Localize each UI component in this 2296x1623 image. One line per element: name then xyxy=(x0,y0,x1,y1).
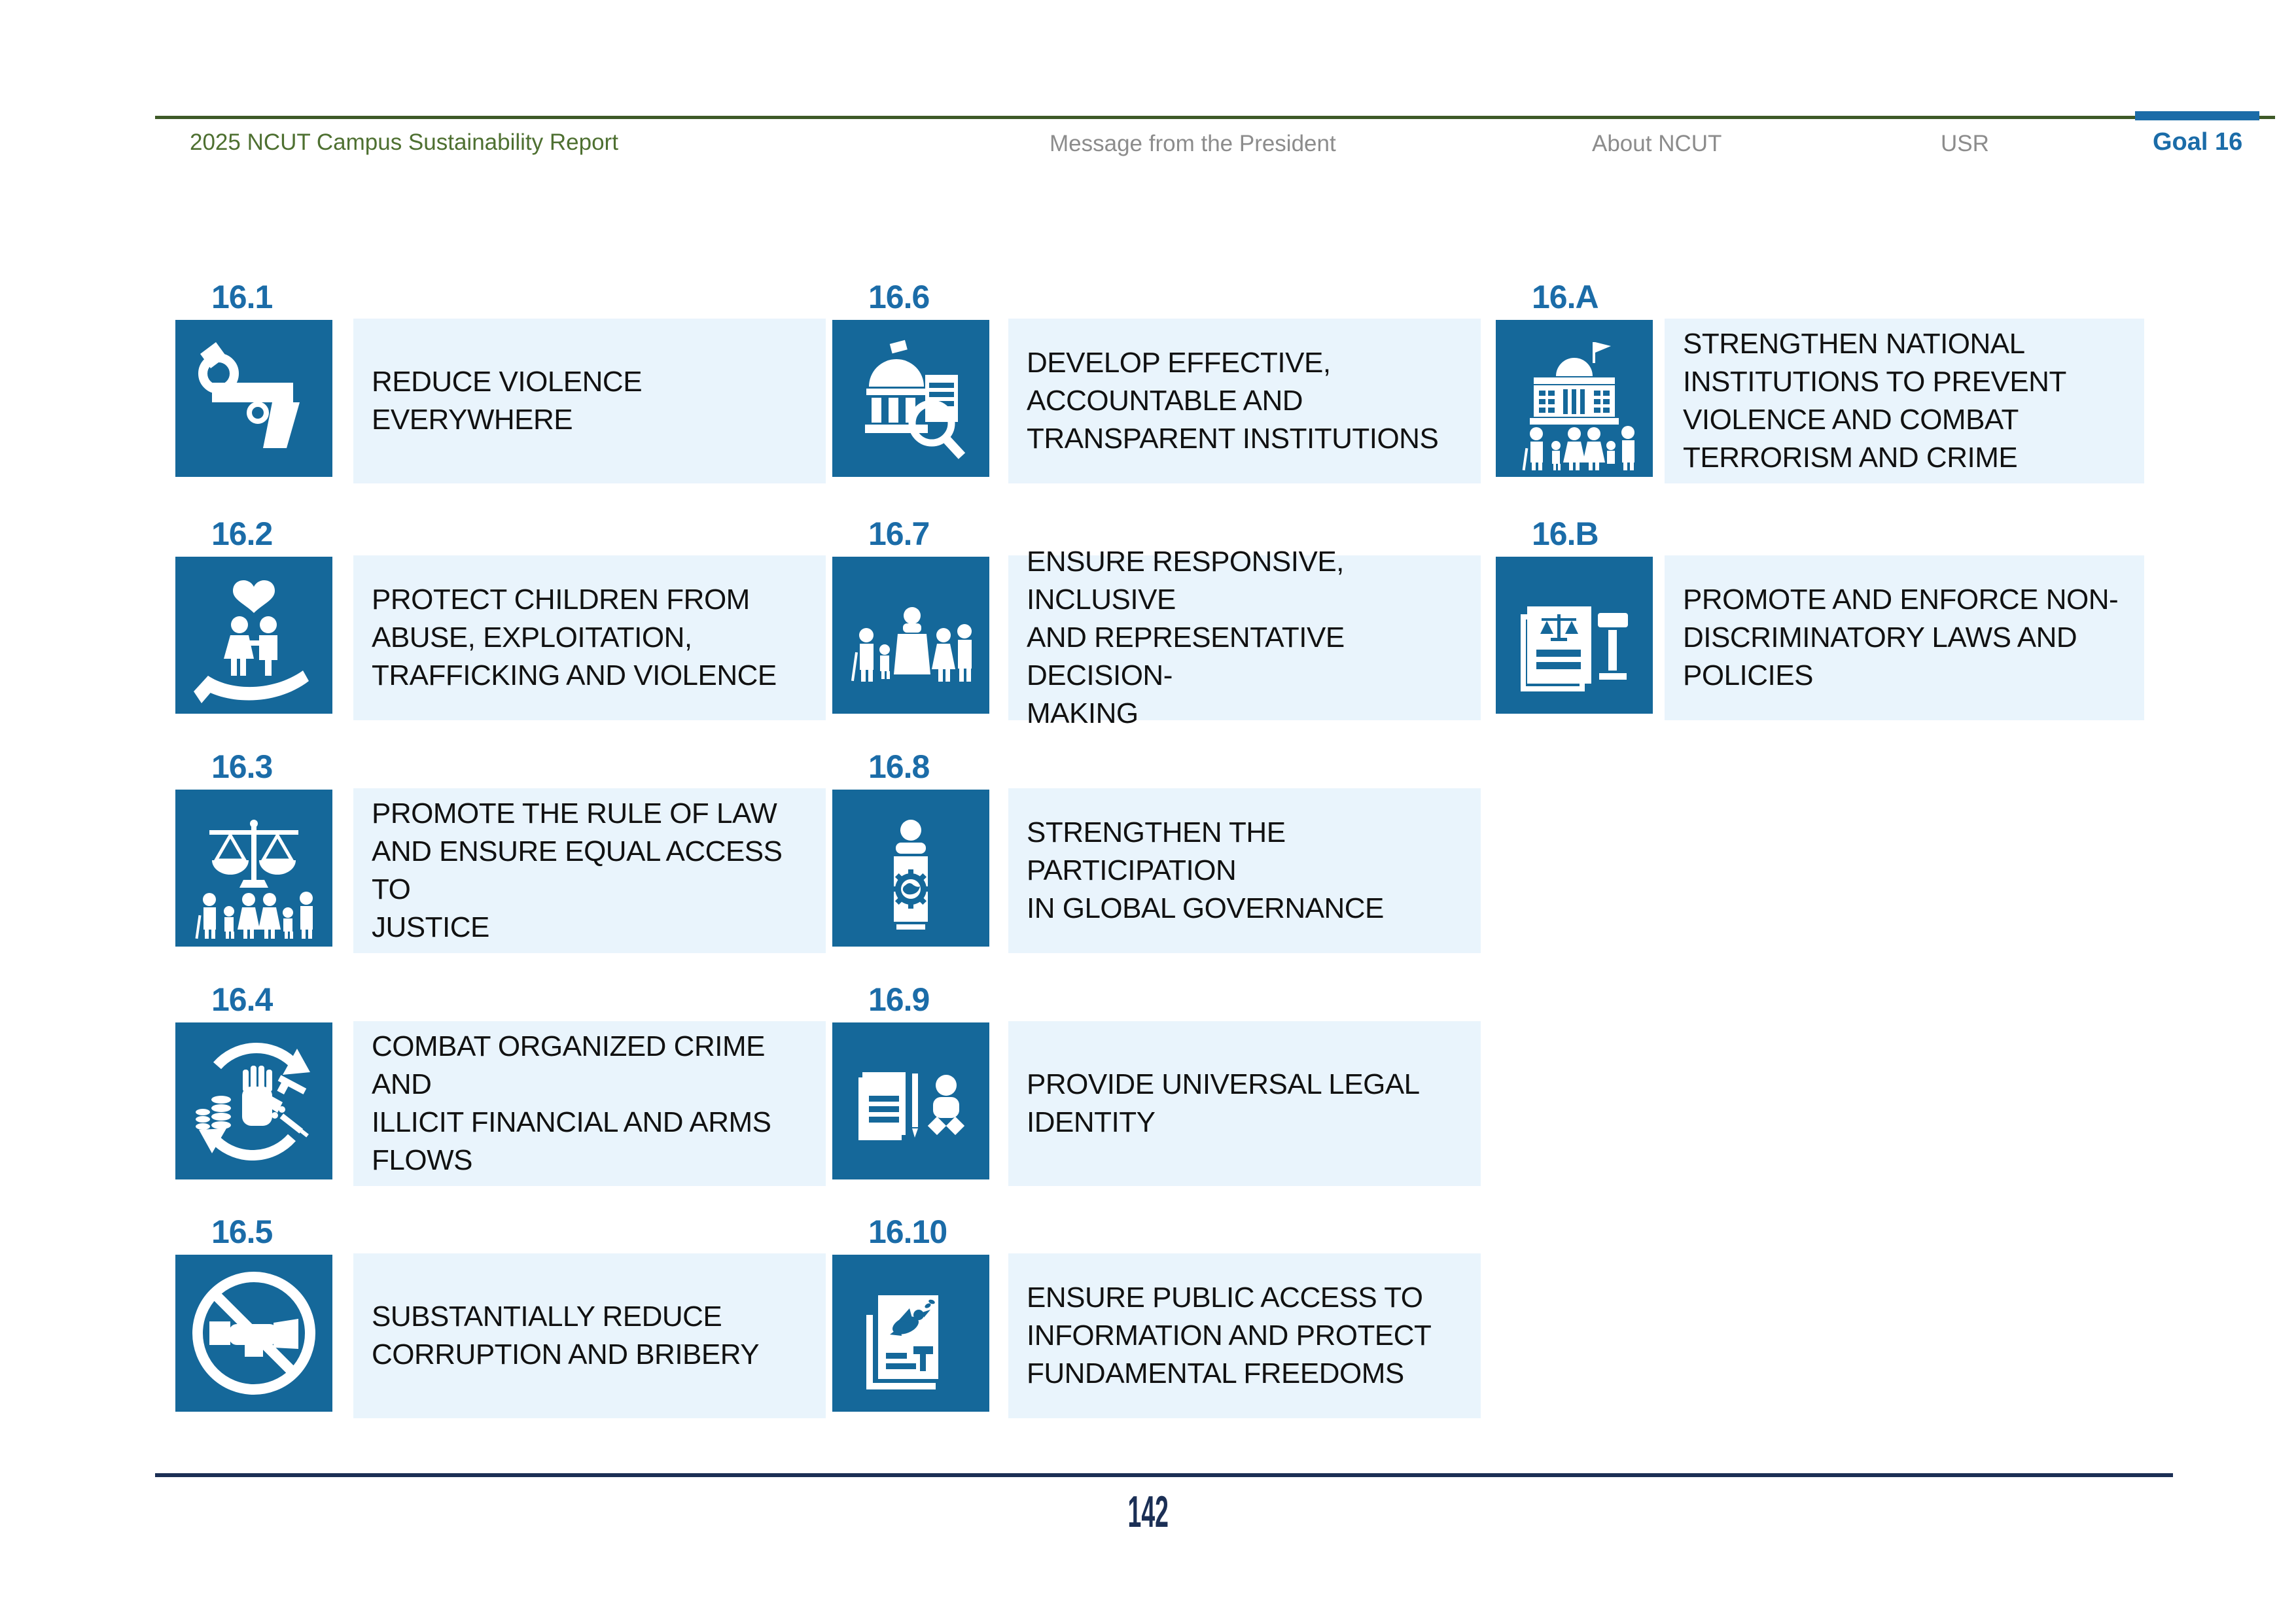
target-description-box: COMBAT ORGANIZED CRIME AND ILLICIT FINAN… xyxy=(353,1021,826,1186)
target-description-box: ENSURE RESPONSIVE, INCLUSIVE AND REPRESE… xyxy=(1008,546,1481,729)
non-discriminatory-laws-icon xyxy=(1496,557,1653,714)
national-institutions-icon xyxy=(1496,320,1653,477)
target-number: 16.8 xyxy=(868,748,930,785)
target-card-16-6: 16.6 DEVELOP EFFECTIVE, ACCOUNTABLE AND … xyxy=(832,278,1487,487)
nav-usr[interactable]: USR xyxy=(1941,131,1989,156)
target-number: 16.9 xyxy=(868,981,930,1018)
target-description: COMBAT ORGANIZED CRIME AND ILLICIT FINAN… xyxy=(372,1030,771,1176)
target-number: 16.1 xyxy=(211,279,273,315)
children-protection-icon xyxy=(175,557,332,714)
target-description-box: PROMOTE AND ENFORCE NON- DISCRIMINATORY … xyxy=(1665,555,2144,720)
page-number: 142 xyxy=(1127,1487,1169,1537)
target-description-box: PROTECT CHILDREN FROM ABUSE, EXPLOITATIO… xyxy=(353,555,826,720)
scales-of-justice-icon xyxy=(175,790,332,947)
target-description: PROVIDE UNIVERSAL LEGAL IDENTITY xyxy=(1027,1068,1420,1138)
target-number: 16.2 xyxy=(211,515,273,552)
target-description: SUBSTANTIALLY REDUCE CORRUPTION AND BRIB… xyxy=(372,1300,760,1370)
target-description: STRENGTHEN NATIONAL INSTITUTIONS TO PREV… xyxy=(1683,328,2066,474)
target-card-16-2: 16.2 PROTECT CHILDREN FROM ABUSE, EXPLOI… xyxy=(175,515,830,724)
nav-message-from-president[interactable]: Message from the President xyxy=(1050,131,1336,156)
target-description-box: SUBSTANTIALLY REDUCE CORRUPTION AND BRIB… xyxy=(353,1253,826,1418)
active-tab-indicator xyxy=(2135,111,2259,120)
target-card-16-1: 16.1 REDUCE VIOLENCE EVERYWHERE xyxy=(175,278,830,487)
nav-goal-16[interactable]: Goal 16 xyxy=(2153,128,2243,156)
target-description-box: ENSURE PUBLIC ACCESS TO INFORMATION AND … xyxy=(1008,1253,1481,1418)
target-description-box: PROMOTE THE RULE OF LAW AND ENSURE EQUAL… xyxy=(353,788,826,953)
target-number: 16.7 xyxy=(868,515,930,552)
target-description: ENSURE PUBLIC ACCESS TO INFORMATION AND … xyxy=(1027,1282,1432,1389)
target-card-16-10: 16.10 ENSURE PUBLIC ACCESS TO INFORMATIO… xyxy=(832,1213,1487,1422)
target-description-box: PROVIDE UNIVERSAL LEGAL IDENTITY xyxy=(1008,1021,1481,1186)
target-description-box: STRENGTHEN NATIONAL INSTITUTIONS TO PREV… xyxy=(1665,319,2144,483)
target-card-16-3: 16.3 PROMOTE THE RULE OF LAW A xyxy=(175,748,830,957)
target-card-16-8: 16.8 STRENGTHEN THE PARTICIPATION IN GLO… xyxy=(832,748,1487,957)
target-card-16-7: 16.7 ENSURE RESPONSIVE, INCLUSIVE AND RE… xyxy=(832,515,1487,729)
target-number: 16.A xyxy=(1532,279,1599,315)
target-description: REDUCE VIOLENCE EVERYWHERE xyxy=(372,366,643,436)
global-governance-icon xyxy=(832,790,989,947)
target-number: 16.4 xyxy=(211,981,273,1018)
target-card-16-5: 16.5 SUBSTANTIALLY REDUCE CORRUPTION AND… xyxy=(175,1213,830,1422)
target-description-box: REDUCE VIOLENCE EVERYWHERE xyxy=(353,319,826,483)
target-number: 16.B xyxy=(1532,515,1599,552)
target-number: 16.10 xyxy=(868,1213,947,1250)
header-rule xyxy=(155,116,2275,119)
nav-about-ncut[interactable]: About NCUT xyxy=(1592,131,1722,156)
target-description-box: STRENGTHEN THE PARTICIPATION IN GLOBAL G… xyxy=(1008,788,1481,953)
access-information-icon xyxy=(832,1255,989,1412)
target-description: PROTECT CHILDREN FROM ABUSE, EXPLOITATIO… xyxy=(372,584,777,691)
target-description: PROMOTE AND ENFORCE NON- DISCRIMINATORY … xyxy=(1683,584,2119,691)
target-card-16-4: 16.4 COMBAT ORGANIZED CRIME AND ILLICIT … xyxy=(175,981,830,1190)
target-description: DEVELOP EFFECTIVE, ACCOUNTABLE AND TRANS… xyxy=(1027,347,1439,455)
target-description: PROMOTE THE RULE OF LAW AND ENSURE EQUAL… xyxy=(372,797,783,943)
no-bribery-icon xyxy=(175,1255,332,1412)
knotted-gun-icon xyxy=(175,320,332,477)
target-number: 16.3 xyxy=(211,748,273,785)
target-card-16-9: 16.9 PROVIDE UNIVERSAL LEGAL IDENTITY xyxy=(832,981,1487,1190)
report-title: 2025 NCUT Campus Sustainability Report xyxy=(190,130,618,155)
target-number: 16.5 xyxy=(211,1213,273,1250)
transparent-institution-icon xyxy=(832,320,989,477)
target-description: STRENGTHEN THE PARTICIPATION IN GLOBAL G… xyxy=(1027,816,1384,924)
target-card-16-a: 16.A xyxy=(1496,278,2150,487)
target-description-box: DEVELOP EFFECTIVE, ACCOUNTABLE AND TRANS… xyxy=(1008,319,1481,483)
target-card-16-b: 16.B PROMOTE AND ENFORCE NON- DISCRIMINA… xyxy=(1496,515,2150,724)
legal-identity-icon xyxy=(832,1022,989,1179)
stop-illicit-flows-icon xyxy=(175,1022,332,1179)
target-number: 16.6 xyxy=(868,279,930,315)
target-description: ENSURE RESPONSIVE, INCLUSIVE AND REPRESE… xyxy=(1027,546,1345,729)
footer-rule xyxy=(155,1473,2173,1477)
inclusive-decision-icon xyxy=(832,557,989,714)
